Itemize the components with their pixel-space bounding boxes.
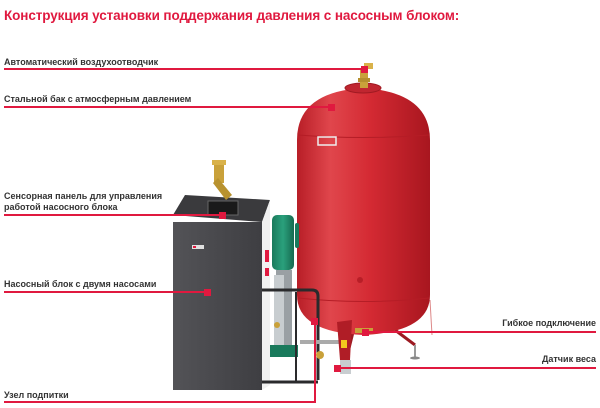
- callout-label-flexible-connection: Гибкое подключение: [502, 318, 596, 328]
- callout-line-pump-unit: [4, 291, 209, 293]
- pump-frame: [262, 288, 320, 384]
- callout-label-makeup-unit: Узел подпитки: [4, 390, 69, 400]
- callout-label-weight-sensor: Датчик веса: [541, 354, 596, 364]
- strainer-fitting: [212, 160, 232, 200]
- steel-tank-body: [297, 82, 430, 335]
- callout-label-pump-unit: Насосный блок с двумя насосами: [4, 279, 157, 289]
- callout-line-steel-tank: [4, 106, 332, 108]
- callout-label-touch-panel-line1: Сенсорная панель для управления: [4, 191, 163, 201]
- pump-pair: [270, 215, 299, 357]
- callout-line-weight-sensor: [338, 367, 596, 369]
- callout-label-air-vent: Автоматический воздухоотводчик: [4, 57, 159, 67]
- callout-line-makeup-unit: [4, 401, 316, 403]
- air-vent-valve: [358, 63, 373, 88]
- callout-dot-pump-unit: [204, 289, 211, 296]
- pump-cabinet: [173, 195, 270, 390]
- callout-label-steel-tank: Стальной бак с атмосферным давлением: [4, 94, 192, 104]
- callout-line-air-vent: [4, 68, 364, 70]
- callout-dot-makeup-unit: [311, 318, 318, 325]
- callout-dot-touch-panel: [219, 212, 226, 219]
- callout-label-touch-panel-line2: работой насосного блока: [4, 202, 118, 212]
- callout-dot-air-vent: [361, 66, 368, 73]
- callout-dot-weight-sensor: [334, 365, 341, 372]
- callout-vline-makeup-unit: [314, 321, 316, 403]
- callout-dot-steel-tank: [328, 104, 335, 111]
- callout-dot-flexible-connection: [362, 329, 369, 336]
- callout-line-touch-panel: [4, 214, 224, 216]
- page-title: Конструкция установки поддержания давлен…: [4, 8, 460, 23]
- callout-line-flexible-connection: [366, 331, 596, 333]
